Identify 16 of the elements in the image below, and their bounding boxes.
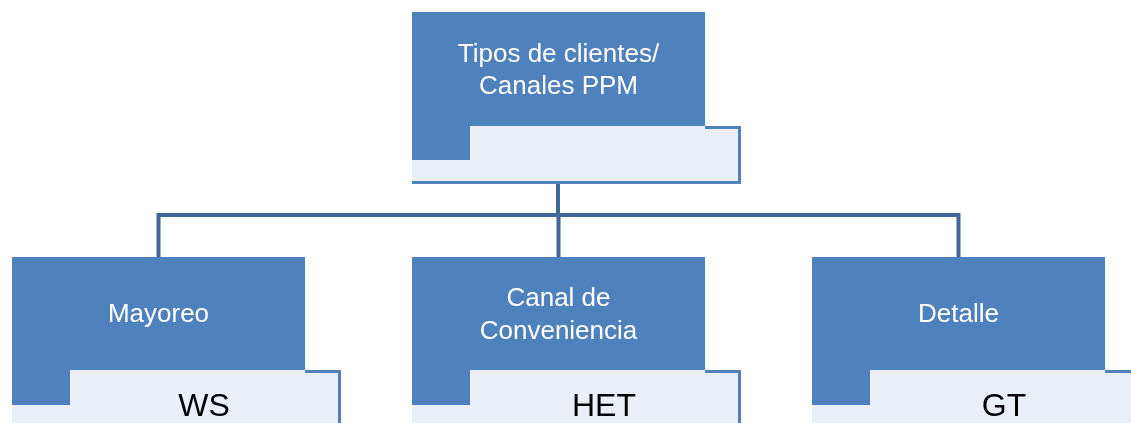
label-tab (12, 370, 341, 423)
category-box (412, 12, 705, 126)
box-label: Canal de Conveniencia (478, 281, 639, 346)
label-tab (812, 370, 1131, 423)
category-box (12, 257, 305, 370)
tab-label: HET (572, 386, 636, 423)
box-label: Tipos de clientes/ Canales PPM (456, 36, 661, 102)
connector-line (556, 184, 961, 257)
tab-label: WS (178, 386, 230, 423)
box-label: Detalle (918, 297, 999, 330)
tab-label: GT (981, 386, 1027, 423)
label-tab (412, 370, 741, 423)
category-box (812, 257, 1105, 370)
label-tab (412, 126, 741, 184)
category-box (412, 257, 705, 370)
box-label: Mayoreo (107, 297, 210, 330)
